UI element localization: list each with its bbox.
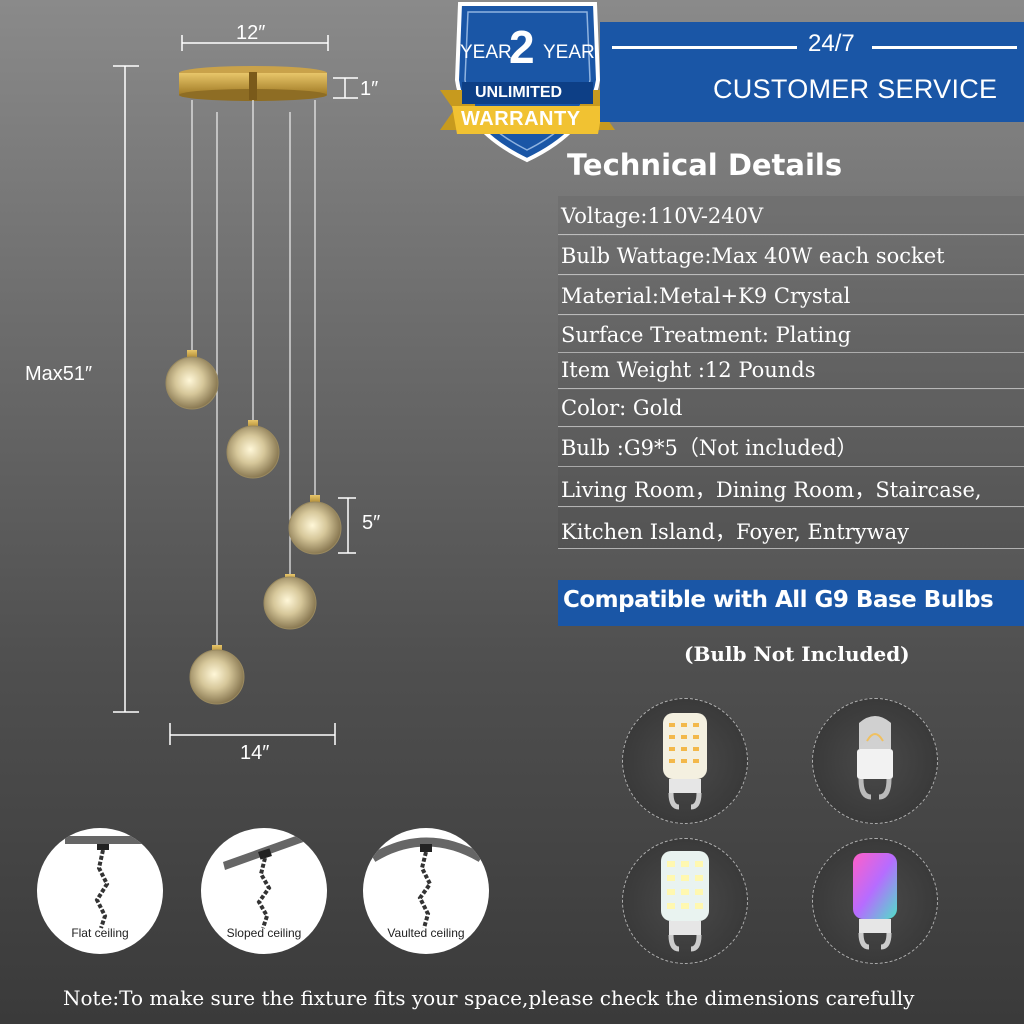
spread-width-label: 14″ [240, 742, 270, 764]
sloped-ceiling-icon [223, 832, 309, 929]
badge-unlimited: UNLIMITED [475, 84, 563, 101]
spec-row-bg-6 [558, 428, 1024, 467]
spec-bulb: Bulb :G9*5（Not included） [561, 436, 858, 460]
vaulted-ceiling-icon [370, 837, 484, 929]
spec-row-bg-2 [558, 276, 1024, 315]
halogen-bulb-icon [812, 698, 938, 824]
canopy-height-dimension [333, 77, 358, 99]
shield-icon [440, 2, 615, 163]
bulb-not-included-note: (Bulb Not Included) [684, 642, 910, 666]
compatibility-banner [558, 580, 1024, 626]
spec-row-bg-3 [558, 316, 1024, 353]
badge-year-left: YEAR [460, 42, 512, 63]
spec-row-bg-1 [558, 236, 1024, 275]
shade-height-dimension [338, 497, 356, 554]
fixture-diagram [113, 35, 358, 745]
vaulted-ceiling-option: Vaulted ceiling [363, 828, 489, 954]
vaulted-ceiling-label: Vaulted ceiling [387, 926, 465, 940]
warranty-badge: YEAR 2 YEAR UNLIMITED WARRANTY [440, 0, 615, 165]
spec-row-bg-7 [558, 466, 1024, 507]
customer-service-banner [600, 22, 1024, 122]
sloped-ceiling-label: Sloped ceiling [226, 926, 302, 940]
customer-service-label: CUSTOMER SERVICE [713, 74, 998, 104]
customer-service-hours: 24/7 [808, 30, 855, 57]
rgb-led-bulb-icon [812, 838, 938, 964]
cool-led-bulb-icon [622, 838, 748, 964]
flat-ceiling-option: Flat ceiling [37, 828, 163, 954]
spec-row-bg-8 [558, 508, 1024, 549]
warm-led-bulb-icon [622, 698, 748, 824]
badge-year-right: YEAR [543, 42, 595, 63]
spec-row-bg-0 [558, 196, 1024, 235]
overall-height-label: Max51″ [25, 363, 93, 385]
sloped-ceiling-option: Sloped ceiling [201, 828, 327, 954]
spec-weight: Item Weight :12 Pounds [561, 358, 816, 382]
spec-surface: Surface Treatment: Plating [561, 323, 852, 347]
dimension-check-note: Note:To make sure the fixture fits your … [63, 986, 915, 1010]
spec-rooms-1: Living Room，Dining Room，Staircase, [561, 478, 982, 502]
spec-voltage: Voltage:110V-240V [561, 204, 764, 228]
cs-divider-right [872, 46, 1017, 49]
spec-row-bg-4 [558, 352, 1024, 389]
technical-details-title: Technical Details [567, 148, 843, 182]
canopy-width-dimension [181, 35, 329, 51]
spec-wattage: Bulb Wattage:Max 40W each socket [561, 244, 945, 268]
pendant-1 [165, 350, 219, 410]
spec-rooms-2: Kitchen Island，Foyer, Entryway [561, 520, 910, 544]
spread-width-dimension [169, 723, 336, 745]
flat-ceiling-icon [65, 836, 147, 929]
pendant-4 [263, 574, 317, 630]
overall-height-dimension [113, 65, 139, 713]
canopy-width-label: 12″ [236, 22, 266, 44]
pendant-3 [288, 495, 342, 555]
spec-color: Color: Gold [561, 396, 683, 420]
pendant-2 [226, 420, 280, 479]
spec-row-bg-5 [558, 390, 1024, 427]
cs-divider-left [612, 46, 797, 49]
badge-year-number: 2 [509, 21, 535, 73]
pendant-5 [189, 645, 245, 705]
shade-height-label: 5″ [362, 512, 381, 534]
spec-material: Material:Metal+K9 Crystal [561, 284, 851, 308]
canopy [179, 66, 327, 101]
canopy-height-label: 1″ [360, 78, 379, 100]
flat-ceiling-label: Flat ceiling [71, 926, 129, 940]
compatibility-text: Compatible with All G9 Base Bulbs [563, 587, 994, 613]
badge-warranty: WARRANTY [461, 108, 581, 130]
